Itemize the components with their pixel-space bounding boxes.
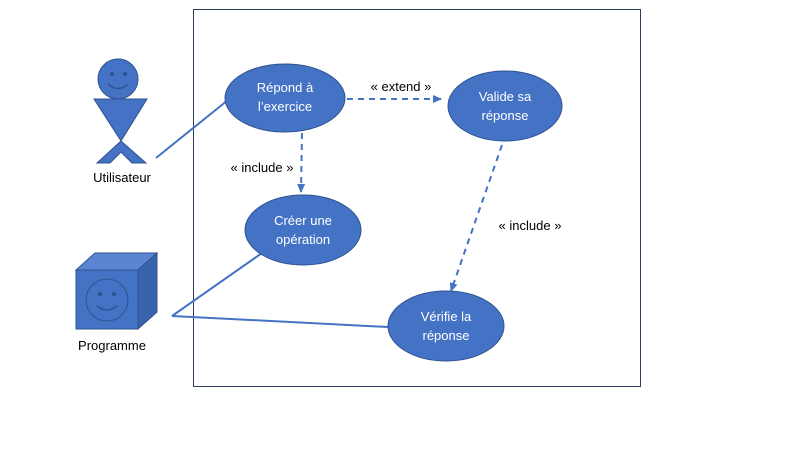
actor-program-label: Programme bbox=[78, 338, 146, 353]
stick-figure-smiley-icon bbox=[93, 58, 148, 164]
association-program-verifie bbox=[171, 315, 389, 328]
usecase-verifie-line-2: réponse bbox=[423, 328, 470, 343]
include-arrow-valide-verifie bbox=[449, 144, 503, 292]
usecase-valide-line-2: réponse bbox=[482, 108, 529, 123]
include-label-1: « include » bbox=[231, 160, 294, 175]
include-label-2: « include » bbox=[499, 218, 562, 233]
usecase-repond-line-2: l’exercice bbox=[258, 99, 312, 114]
usecase-verifie[interactable]: Vérifie la réponse bbox=[387, 290, 505, 362]
actor-user-label: Utilisateur bbox=[93, 170, 151, 185]
association-user-repond bbox=[155, 99, 229, 159]
usecase-repond-line-1: Répond à bbox=[257, 80, 314, 95]
usecase-creer[interactable]: Créer une opération bbox=[244, 194, 362, 266]
actor-program[interactable]: Programme bbox=[74, 251, 159, 353]
system-boundary bbox=[193, 9, 641, 387]
association-program-creer bbox=[171, 252, 263, 317]
usecase-creer-line-1: Créer une bbox=[274, 213, 332, 228]
extend-label: « extend » bbox=[371, 79, 432, 94]
usecase-repond[interactable]: Répond à l’exercice bbox=[224, 63, 346, 133]
usecase-verifie-line-1: Vérifie la bbox=[421, 309, 472, 324]
smiley-cube-icon bbox=[74, 251, 159, 331]
usecase-creer-line-2: opération bbox=[276, 232, 330, 247]
usecase-valide[interactable]: Valide sa réponse bbox=[447, 70, 563, 142]
usecase-valide-line-1: Valide sa bbox=[479, 89, 532, 104]
include-arrow-repond-creer bbox=[297, 132, 306, 193]
actor-user[interactable]: Utilisateur bbox=[93, 58, 152, 185]
